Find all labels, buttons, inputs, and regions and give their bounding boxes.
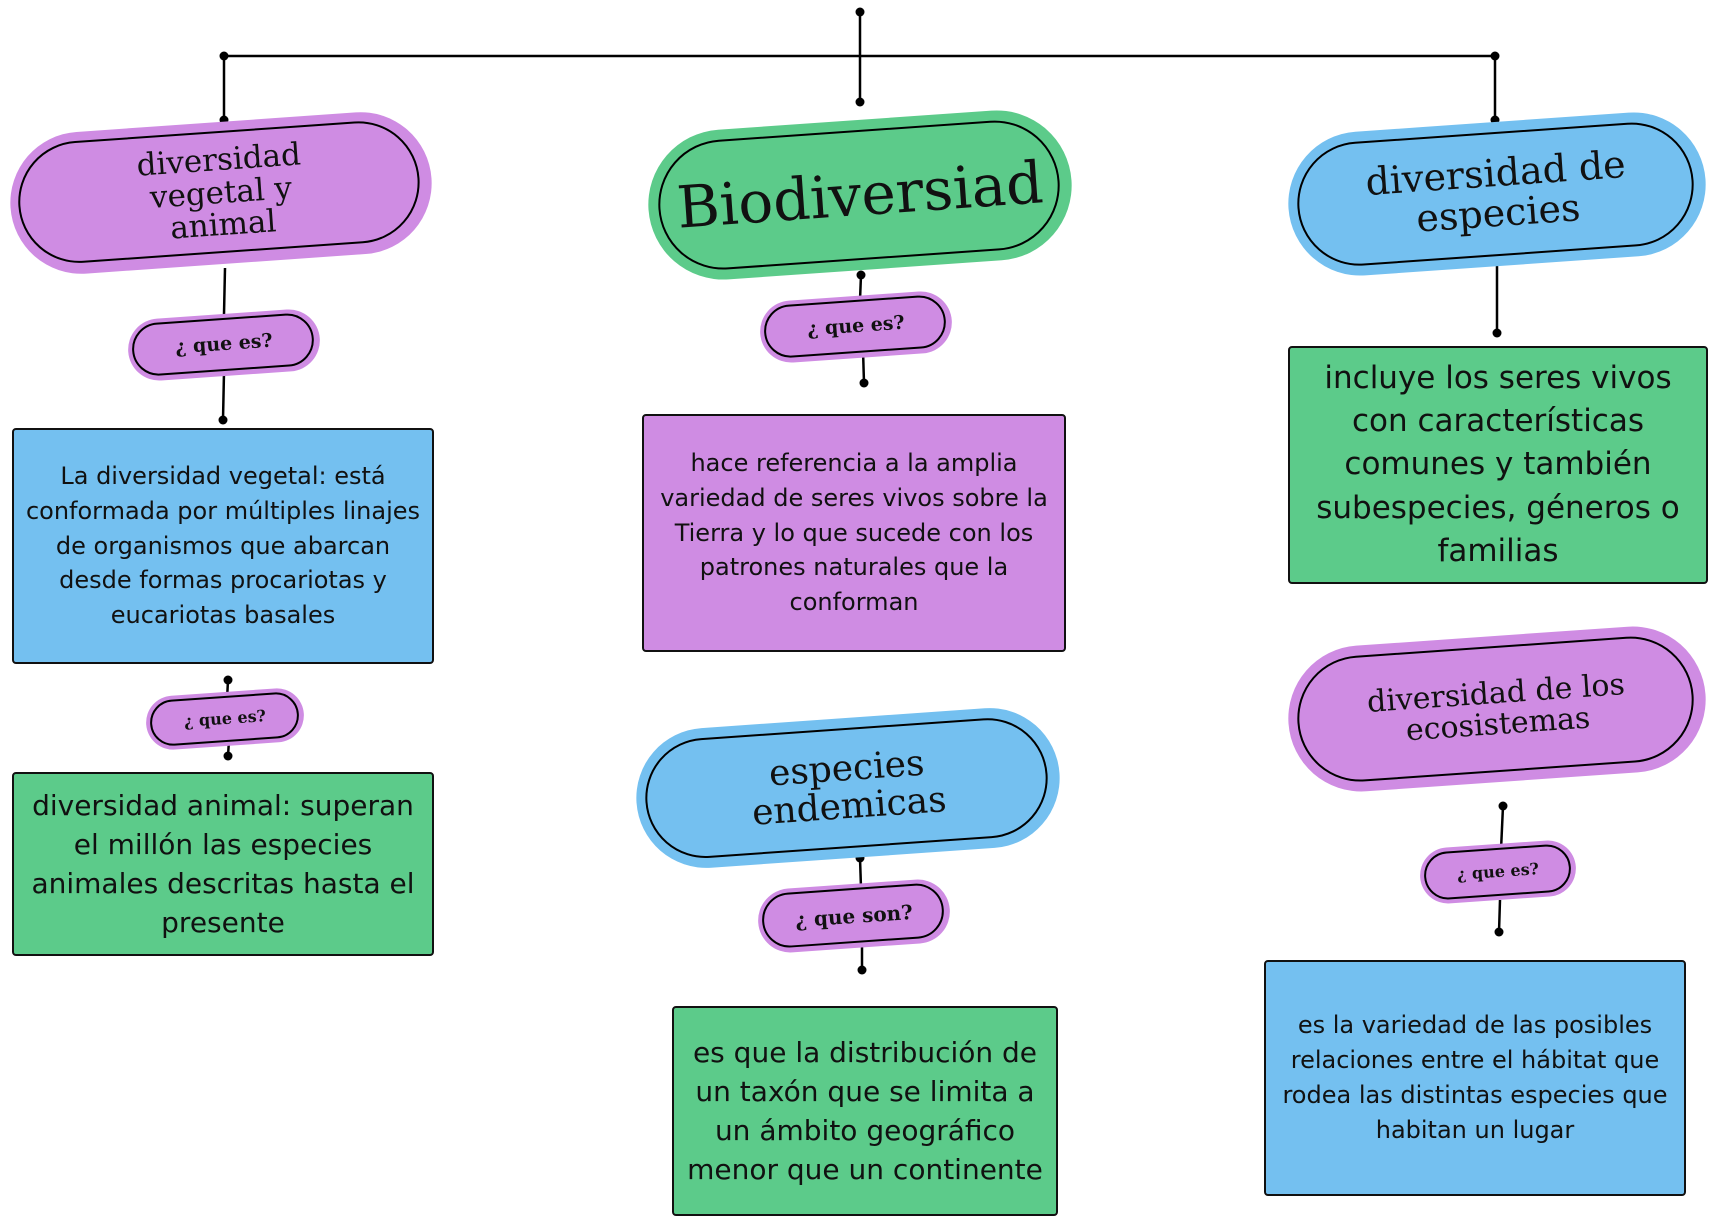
node-biodiversiad: Biodiversiad	[643, 105, 1077, 285]
definition-especies-endemicas: es que la distribución de un taxón que s…	[672, 1006, 1058, 1216]
node-especies-endemicas: especies endemicas	[631, 703, 1065, 873]
definition-text: diversidad animal: superan el millón las…	[31, 788, 415, 940]
node-title: especies endemicas	[750, 742, 948, 834]
node-title: diversidad vegetal y animal	[135, 136, 302, 247]
node-diversidad-de-los-ecosistemas: diversidad de los ecosistemas	[1283, 621, 1709, 797]
definition-text: es que la distribución de un taxón que s…	[687, 1035, 1043, 1187]
question-pill-center-2: ¿ que son?	[756, 877, 952, 955]
definition-text: hace referencia a la amplia variedad de …	[660, 449, 1048, 617]
node-diversidad-vegetal-animal: diversidad vegetal y animal	[5, 107, 437, 279]
definition-text: La diversidad vegetal: está conformada p…	[25, 462, 421, 630]
definition-biodiversidad: hace referencia a la amplia variedad de …	[642, 414, 1066, 652]
definition-diversidad-de-especies: incluye los seres vivos con característi…	[1288, 346, 1708, 584]
question-pill-left-2: ¿ que es?	[144, 686, 306, 752]
question-pill-left-1: ¿ que es?	[126, 307, 322, 383]
definition-diversidad-ecosistemas: es la variedad de las posibles relacione…	[1264, 960, 1686, 1196]
question-pill-center-1: ¿ que es?	[758, 289, 954, 365]
definition-diversidad-animal: diversidad animal: superan el millón las…	[12, 772, 434, 956]
definition-text: es la variedad de las posibles relacione…	[1282, 1011, 1668, 1144]
definition-diversidad-vegetal: La diversidad vegetal: está conformada p…	[12, 428, 434, 664]
node-diversidad-de-especies: diversidad de especies	[1283, 107, 1709, 281]
definition-text: incluye los seres vivos con característi…	[1316, 359, 1680, 570]
question-pill-right-2: ¿ que es?	[1418, 838, 1578, 906]
